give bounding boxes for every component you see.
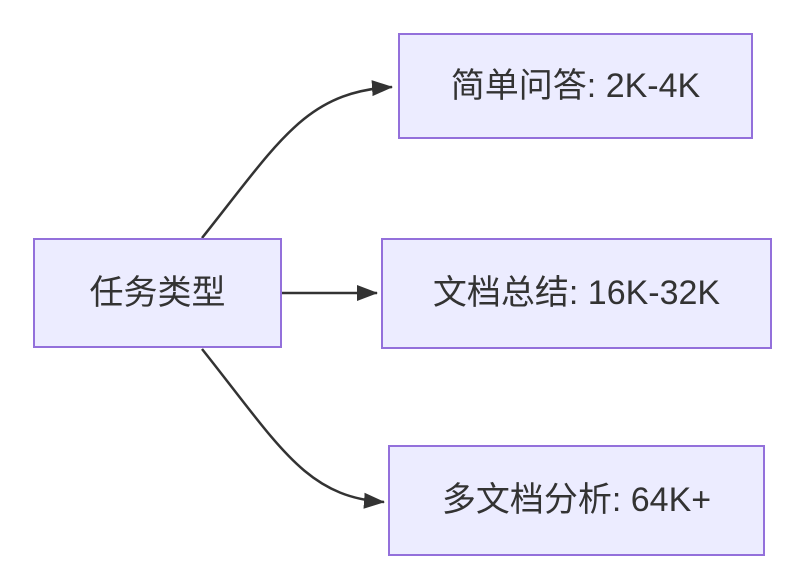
node-task-type: 任务类型 bbox=[33, 238, 282, 348]
node-doc-summary: 文档总结: 16K-32K bbox=[381, 238, 772, 349]
node-multi-doc-analysis: 多文档分析: 64K+ bbox=[388, 445, 765, 556]
node-multi-doc-analysis-label: 多文档分析: 64K+ bbox=[441, 481, 712, 520]
edge-root-to-qa bbox=[201, 80, 393, 239]
edge-root-to-multi bbox=[201, 348, 385, 509]
node-simple-qa-label: 简单问答: 2K-4K bbox=[450, 66, 701, 105]
node-doc-summary-label: 文档总结: 16K-32K bbox=[432, 274, 721, 313]
node-task-type-label: 任务类型 bbox=[89, 273, 226, 312]
node-simple-qa: 简单问答: 2K-4K bbox=[398, 33, 753, 139]
